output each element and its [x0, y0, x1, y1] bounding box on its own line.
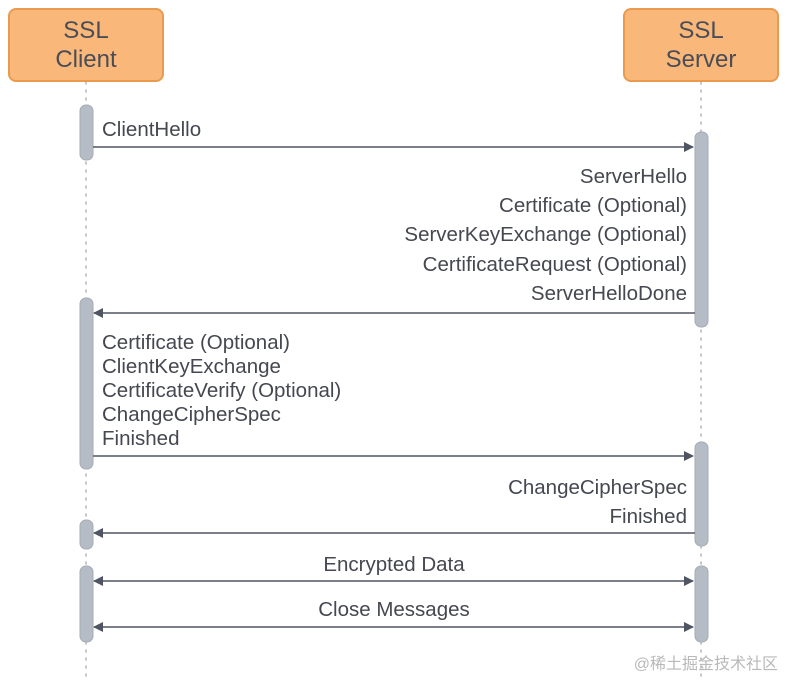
certificate-verify-label: CertificateVerify (Optional)	[102, 379, 342, 402]
server-activation-bar-3	[694, 565, 709, 643]
client-activation-bar-2	[79, 297, 94, 470]
client-activation-bar-3	[79, 519, 94, 550]
server-certificate-label: Certificate (Optional)	[499, 194, 687, 217]
client-change-cipher-spec-label: ChangeCipherSpec	[102, 403, 281, 426]
ssl-client-line-2: Client	[55, 46, 117, 73]
server-hello-label: ServerHello	[579, 165, 687, 188]
ssl-server-line-1: SSL	[678, 17, 724, 44]
server-hello-done-label: ServerHelloDone	[530, 282, 687, 305]
client-activation-bar-1	[79, 104, 94, 161]
close-messages-label: Close Messages	[318, 598, 470, 621]
server-key-exchange-label: ServerKeyExchange (Optional)	[404, 223, 687, 246]
server-finished-label: Finished	[609, 505, 688, 528]
server-activation-bar-1	[694, 131, 709, 328]
ssl-client-box: SSL Client	[8, 8, 164, 82]
ssl-client-line-1: SSL	[63, 17, 109, 44]
ssl-server-line-2: Server	[665, 46, 737, 73]
certificate-request-label: CertificateRequest (Optional)	[422, 253, 687, 276]
watermark-text: @稀土掘金技术社区	[633, 656, 778, 673]
server-change-cipher-spec-label: ChangeCipherSpec	[508, 476, 687, 499]
server-activation-bar-2	[694, 441, 709, 547]
client-certificate-label: Certificate (Optional)	[102, 331, 290, 354]
encrypted-data-label: Encrypted Data	[323, 553, 465, 576]
ssl-server-box: SSL Server	[623, 8, 779, 82]
client-key-exchange-label: ClientKeyExchange	[102, 355, 281, 378]
client-hello-label: ClientHello	[102, 118, 202, 141]
client-activation-bar-4	[79, 565, 94, 643]
client-finished-label: Finished	[102, 427, 180, 450]
